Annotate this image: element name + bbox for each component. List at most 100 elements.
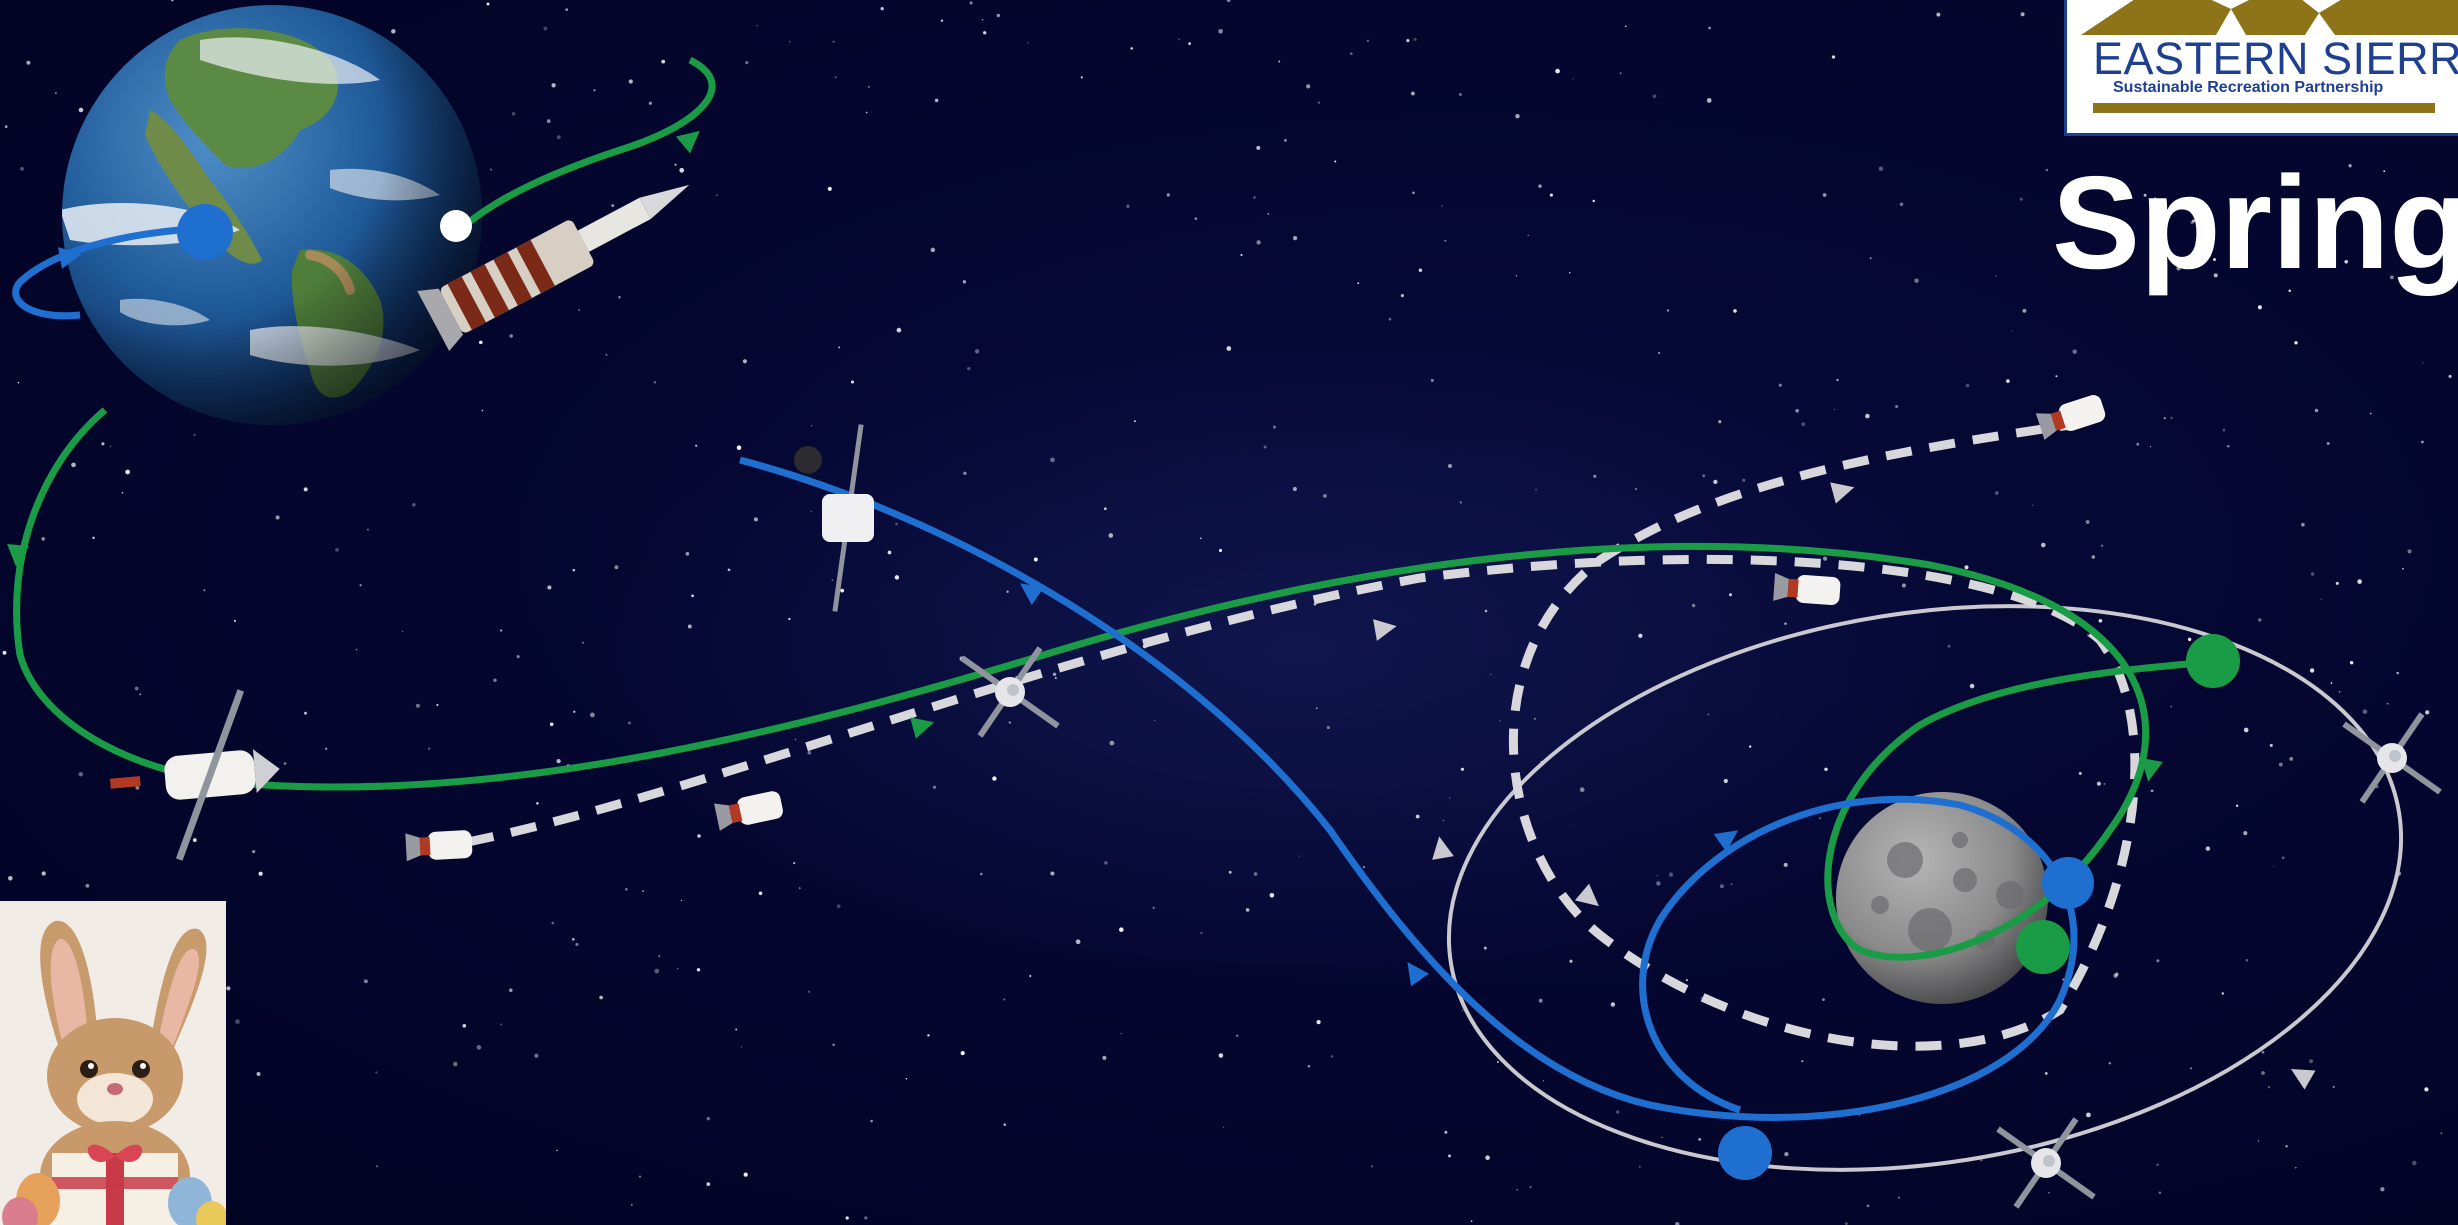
star — [1707, 713, 1710, 716]
star — [691, 594, 694, 598]
star — [1075, 939, 1081, 945]
trajectory-arrows — [7, 130, 2316, 1090]
star — [2288, 289, 2291, 293]
star — [26, 60, 31, 65]
star — [880, 7, 884, 11]
star — [930, 247, 936, 253]
star — [1027, 42, 1029, 44]
star — [2019, 197, 2023, 201]
star — [1635, 488, 1637, 490]
star — [832, 1043, 835, 1047]
star — [2190, 1067, 2192, 1070]
star — [960, 1051, 965, 1056]
star — [624, 888, 628, 891]
star — [41, 871, 46, 876]
star — [736, 445, 742, 450]
star — [677, 967, 679, 970]
star — [2086, 1112, 2091, 1118]
star — [794, 738, 797, 741]
star — [1568, 271, 1571, 274]
star — [2330, 682, 2333, 684]
star — [1516, 1189, 1518, 1191]
star — [1801, 422, 1806, 427]
star — [2020, 12, 2025, 17]
star — [2285, 1145, 2288, 1148]
star — [283, 762, 287, 765]
star — [996, 13, 1000, 18]
star — [2261, 1071, 2265, 1075]
star — [355, 648, 358, 651]
star — [1490, 673, 1492, 676]
star — [1538, 998, 1543, 1003]
star — [1415, 814, 1420, 819]
earth-icon — [62, 5, 482, 425]
star — [1723, 778, 1728, 784]
star — [2153, 246, 2155, 248]
star — [798, 887, 801, 889]
star — [2048, 1192, 2050, 1194]
star — [638, 1175, 642, 1178]
star — [2257, 618, 2262, 622]
star — [1050, 457, 1055, 463]
star — [2257, 305, 2262, 310]
star — [2338, 690, 2341, 693]
star — [1610, 1002, 1616, 1007]
star — [1334, 160, 1337, 163]
star — [411, 502, 416, 507]
star — [810, 425, 813, 427]
star — [1901, 583, 1906, 588]
star — [894, 575, 900, 580]
star — [2091, 555, 2096, 559]
star — [1515, 275, 1518, 277]
star — [2383, 170, 2386, 173]
star — [573, 710, 576, 713]
star — [753, 517, 758, 522]
star — [2407, 549, 2412, 554]
star — [697, 834, 701, 838]
star — [611, 204, 615, 208]
star — [1366, 39, 1370, 42]
star — [1226, 0, 1231, 2]
star — [627, 721, 631, 725]
star — [500, 1023, 503, 1026]
star — [1691, 603, 1696, 608]
star — [2335, 581, 2339, 585]
logo-rule — [2093, 103, 2435, 113]
star — [807, 990, 811, 993]
star — [2348, 164, 2352, 168]
star — [2205, 207, 2207, 210]
star — [1965, 383, 1970, 388]
star — [1222, 1126, 1225, 1129]
star — [235, 1019, 240, 1024]
star — [1592, 199, 1595, 203]
star — [832, 40, 835, 43]
star — [756, 25, 758, 27]
star — [840, 588, 845, 593]
star — [599, 995, 603, 1000]
star — [1639, 1166, 1641, 1168]
star — [551, 83, 556, 88]
star — [1895, 404, 1899, 409]
star — [134, 686, 139, 691]
star — [706, 1182, 711, 1186]
star — [2417, 253, 2421, 257]
star — [1103, 507, 1107, 511]
star — [109, 445, 112, 448]
star — [969, 1, 973, 5]
star — [1120, 1033, 1123, 1035]
star — [1194, 217, 1198, 220]
capsule-icon — [2035, 392, 2108, 440]
star — [887, 550, 892, 555]
star — [1656, 881, 1661, 886]
star — [1593, 474, 1597, 478]
star — [1400, 293, 1405, 298]
capsule-icon — [405, 829, 473, 862]
star — [462, 1023, 467, 1028]
moon-icon — [1836, 792, 2048, 1004]
star — [1749, 745, 1752, 748]
star — [2156, 1163, 2159, 1166]
star — [78, 107, 84, 113]
star — [226, 986, 231, 991]
star — [974, 349, 980, 354]
